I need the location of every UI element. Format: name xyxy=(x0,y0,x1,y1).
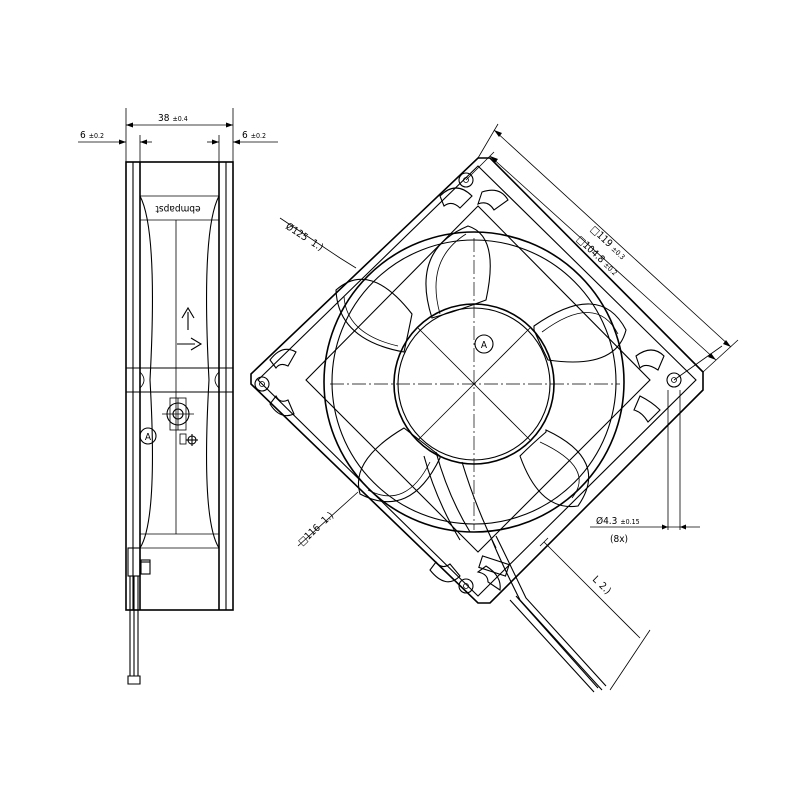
flange-left-label: 6±0.2 xyxy=(80,130,104,141)
ground-symbol-icon xyxy=(179,433,198,446)
mount-holes xyxy=(254,172,682,594)
hole-count-label: (8x) xyxy=(610,534,628,545)
side-view: 38±0.4 6±0.2 6±0.2 ebmpapst xyxy=(78,108,278,685)
side-width-label: 38±0.4 xyxy=(158,113,188,124)
front-view: A xyxy=(250,157,704,693)
hub-detail-marker: A xyxy=(481,340,488,351)
fan-frame-outline xyxy=(250,157,704,604)
direction-arrow-right-icon xyxy=(177,337,203,351)
direction-arrow-up-icon xyxy=(181,306,195,330)
fan-venturi xyxy=(323,231,625,533)
flange-right-label: 6±0.2 xyxy=(242,130,266,141)
diameter-label: Ø1251.) xyxy=(283,220,325,253)
hole-diameter-label: Ø4.3±0.15 xyxy=(596,515,640,527)
lead-length-label: L2.) xyxy=(590,574,613,597)
side-detail-marker: A xyxy=(145,432,152,443)
brand-label: ebmpapst xyxy=(155,203,201,214)
inner-square-label: □1161.) xyxy=(297,510,337,548)
fan-blades xyxy=(335,225,627,508)
